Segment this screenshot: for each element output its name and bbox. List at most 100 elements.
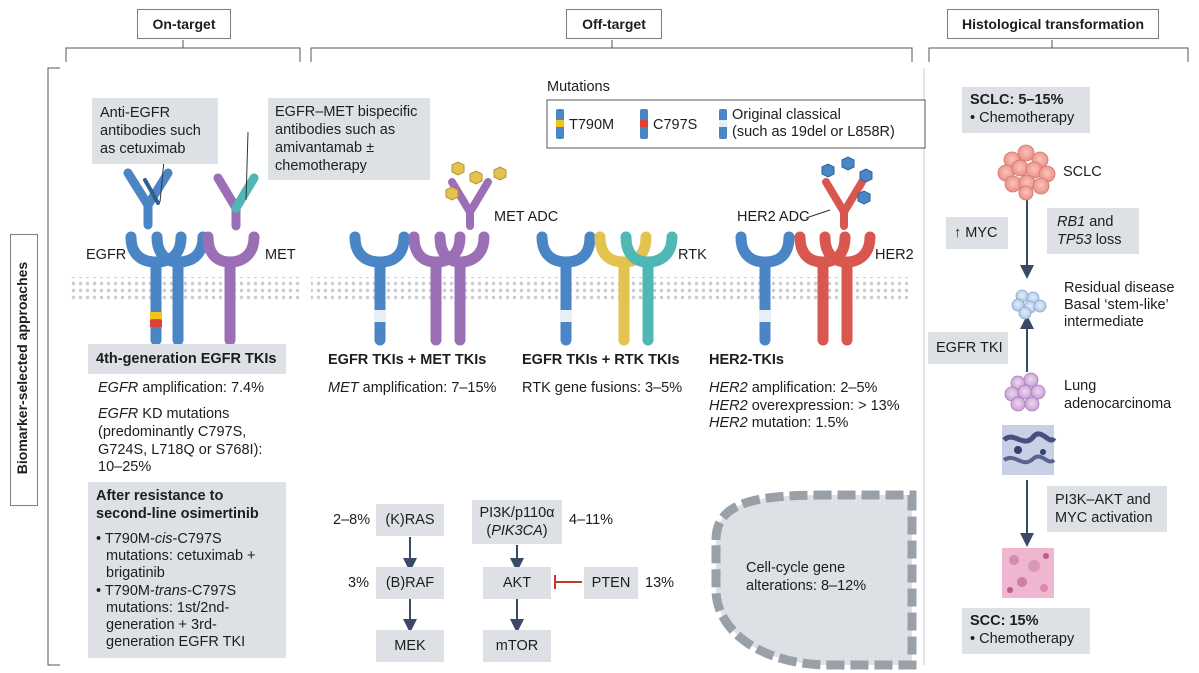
rb1-line: RB1 and — [1057, 213, 1113, 231]
met-amplification: MET amplification: 7–15% — [328, 379, 496, 397]
egfr-kd-gene: EGFR — [98, 406, 139, 422]
her2-amp-gene: HER2 — [709, 380, 748, 396]
pi3k-gene: PIK3CA — [491, 523, 543, 539]
sclc-cell-cluster — [997, 144, 1056, 201]
anti-egfr-line-3: as cetuximab — [100, 141, 186, 157]
node-mtor: mTOR — [483, 630, 551, 662]
lung-line-1: Lung — [1064, 378, 1097, 394]
residual-line-1: Residual disease — [1064, 280, 1175, 296]
met-dimer-off-target — [408, 231, 490, 346]
node-braf: (B)RAF — [376, 567, 444, 599]
legend-original-2: (such as 19del or L858R) — [732, 124, 895, 140]
anti-egfr-line-1: Anti-EGFR — [100, 105, 171, 121]
egfr-kd-mutations: EGFR KD mutations — [98, 405, 229, 423]
node-pi3k: PI3K/p110α (PIK3CA) — [472, 500, 562, 544]
node-mek: MEK — [376, 630, 444, 662]
pten-pct: 13% — [645, 575, 675, 591]
myc-text: ↑ MYC — [954, 225, 998, 241]
cell-cycle-line-1: Cell-cycle gene — [746, 560, 846, 576]
her2-amp-text: amplification: 2–5% — [747, 380, 878, 396]
egfr-amplification: EGFR amplification: 7.4% — [98, 379, 264, 397]
bullet-trans-line-3: generation EGFR TKI — [106, 634, 246, 650]
legend-original-1: Original classical — [732, 107, 841, 123]
scc-micrograph — [1002, 548, 1054, 598]
met-adc-antibody — [445, 161, 507, 230]
her2-mutation: HER2 mutation: 1.5% — [709, 414, 848, 432]
header-histological: Histological transformation — [947, 9, 1159, 39]
bispecific-antibody — [213, 131, 259, 231]
nucleus-shape — [711, 490, 917, 670]
bullet-trans: • T790M-trans-C797S — [96, 583, 237, 599]
bispecific-box: EGFR–MET bispecific antibodies such as a… — [268, 98, 430, 180]
egfr-receptor-on-target — [125, 231, 209, 346]
pi3k-pct: 4–11% — [569, 512, 614, 528]
node-akt: AKT — [483, 567, 551, 599]
node-pten: PTEN — [584, 567, 638, 599]
resistance-title-2: second-line osimertinib — [96, 506, 259, 522]
header-on-target: On-target — [137, 9, 231, 39]
her2-over-text: overexpression: > 13% — [747, 398, 900, 414]
bispecific-line-4: chemotherapy — [275, 158, 367, 174]
bullet-trans-line-2: generation + 3rd- — [106, 617, 217, 633]
rtk-title: EGFR TKIs + RTK TKIs — [522, 352, 680, 368]
membrane-on-target — [70, 277, 300, 301]
sclc-bullet-text: Chemotherapy — [979, 110, 1075, 126]
legend-title: Mutations — [547, 79, 610, 95]
bullet-cis-line-1: mutations: cetuximab + — [106, 548, 256, 564]
on-target-title-box: 4th-generation EGFR TKIs — [88, 344, 286, 374]
residual-line-2: Basal ‘stem-like’ — [1064, 297, 1169, 313]
bullet-cis-i: cis — [154, 531, 173, 547]
resistance-box: After resistance to second-line osimerti… — [88, 482, 286, 658]
cell-cycle-line-2: alterations: 8–12% — [746, 578, 867, 594]
met-amp-gene: MET — [328, 380, 359, 396]
sclc-box: SCLC: 5–15% • Chemotherapy — [962, 87, 1090, 133]
met-title: EGFR TKIs + MET TKIs — [328, 352, 487, 368]
bullet-cis-a: T790M- — [104, 531, 155, 547]
label-rtk: RTK — [678, 247, 707, 263]
label-egfr: EGFR — [86, 247, 127, 263]
tp53-loss: loss — [1091, 232, 1122, 248]
bullet-cis-b: -C797S — [172, 531, 222, 547]
kras-pct: 2–8% — [333, 512, 371, 528]
sclc-title: SCLC: 5–15% — [970, 92, 1064, 108]
rtk-fusion-receptor — [594, 231, 678, 346]
her2-over-gene: HER2 — [709, 398, 748, 414]
scc-title: SCC: 15% — [970, 613, 1039, 629]
her2-amplification: HER2 amplification: 2–5% — [709, 379, 877, 397]
resistance-title-1: After resistance to — [96, 488, 224, 504]
scc-bullet: • Chemotherapy — [970, 631, 1075, 647]
legend-t790m: T790M — [569, 117, 615, 133]
pi3k-akt-line-1: PI3K–AKT and — [1055, 492, 1151, 508]
pten-inhibition — [554, 575, 582, 589]
pathway-arrows — [403, 537, 524, 633]
rtk-fusions: RTK gene fusions: 3–5% — [522, 380, 683, 396]
egfr-tki-text: EGFR TKI — [936, 340, 1003, 356]
egfr-receptor-met-pair — [349, 231, 410, 346]
label-met-adc: MET ADC — [494, 209, 559, 225]
her2-adc-antibody — [805, 156, 873, 230]
kd-line-3: 10–25% — [98, 459, 152, 475]
label-her2: HER2 — [875, 247, 914, 263]
header-brackets — [47, 40, 1189, 666]
bispecific-line-2: antibodies such as — [275, 122, 396, 138]
node-kras: (K)RAS — [376, 504, 444, 536]
scc-box: SCC: 15% • Chemotherapy — [962, 608, 1090, 654]
label-her2-adc: HER2 ADC — [737, 209, 810, 225]
bispecific-line-1: EGFR–MET bispecific — [275, 104, 418, 120]
bispecific-line-3: amivantamab ± — [275, 140, 375, 156]
pi3k-line-1: PI3K/p110α — [479, 505, 555, 521]
bullet-trans-line-1: mutations: 1st/2nd- — [106, 600, 230, 616]
met-amp-text: amplification: 7–15% — [358, 380, 497, 396]
adenocarcinoma-micrograph — [1002, 425, 1057, 475]
residual-line-3: intermediate — [1064, 314, 1144, 330]
header-off-target: Off-target — [566, 9, 662, 39]
egfr-tki-box: EGFR TKI — [928, 332, 1008, 364]
her2-dimer — [794, 231, 876, 346]
bullet-trans-i: trans — [154, 583, 188, 599]
lung-line-2: adenocarcinoma — [1064, 396, 1172, 412]
her2-mut-text: mutation: 1.5% — [747, 415, 849, 431]
pi3k-akt-line-2: MYC activation — [1055, 510, 1153, 526]
bullet-cis: • T790M-cis-C797S — [96, 531, 222, 547]
